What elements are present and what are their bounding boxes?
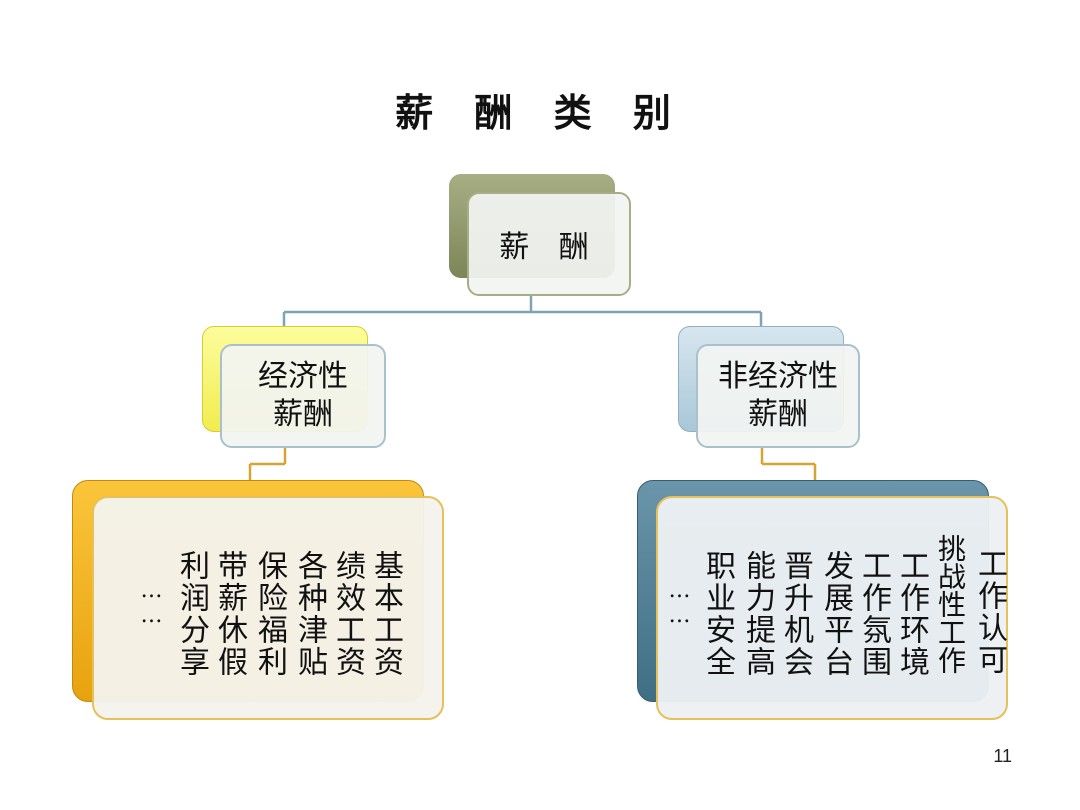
non-economic-item: 晋升机会 [778,550,813,678]
root-node: 薪 酬 [467,192,631,296]
non-economic-pay-node: 非经济性 薪酬 [696,344,860,448]
non-economic-node-label-line2: 薪酬 [748,397,808,432]
connector-l1-to-l2 [248,448,817,480]
non-economic-item: 工作氛围 [856,550,891,678]
non-economic-detail-box: 工作认可 挑战性工作 工作环境 工作氛围 发展平台 晋升机会 能力提高 职业安全… [656,496,1008,720]
non-economic-item: 工作认可 [972,548,1007,676]
economic-node-label-line2: 薪酬 [273,397,333,432]
economic-item: 各种津贴 [292,550,327,678]
economic-item: 绩效工资 [330,550,365,678]
connector-root-to-l1 [282,296,763,326]
slide-title: 薪 酬 类 别 [395,91,685,135]
non-economic-ellipsis: …… [667,578,692,628]
economic-ellipsis: …… [139,578,164,628]
non-economic-item: 挑战性工作 [934,534,967,674]
non-economic-item: 职业安全 [700,550,735,678]
non-economic-node-label-line1: 非经济性 [718,359,838,394]
non-economic-item: 发展平台 [818,550,853,678]
page-number: 11 [993,746,1012,766]
root-node-label: 薪 酬 [499,230,599,265]
non-economic-item: 能力提高 [740,550,775,678]
economic-item: 基本工资 [368,550,403,678]
non-economic-item: 工作环境 [894,550,929,678]
economic-item: 保险福利 [252,550,287,678]
economic-detail-box: 基本工资 绩效工资 各种津贴 保险福利 带薪休假 利润分享 …… [92,496,444,720]
economic-pay-node: 经济性 薪酬 [220,344,386,448]
economic-item: 利润分享 [174,550,209,678]
economic-node-label-line1: 经济性 [258,359,348,394]
economic-item: 带薪休假 [212,550,247,678]
